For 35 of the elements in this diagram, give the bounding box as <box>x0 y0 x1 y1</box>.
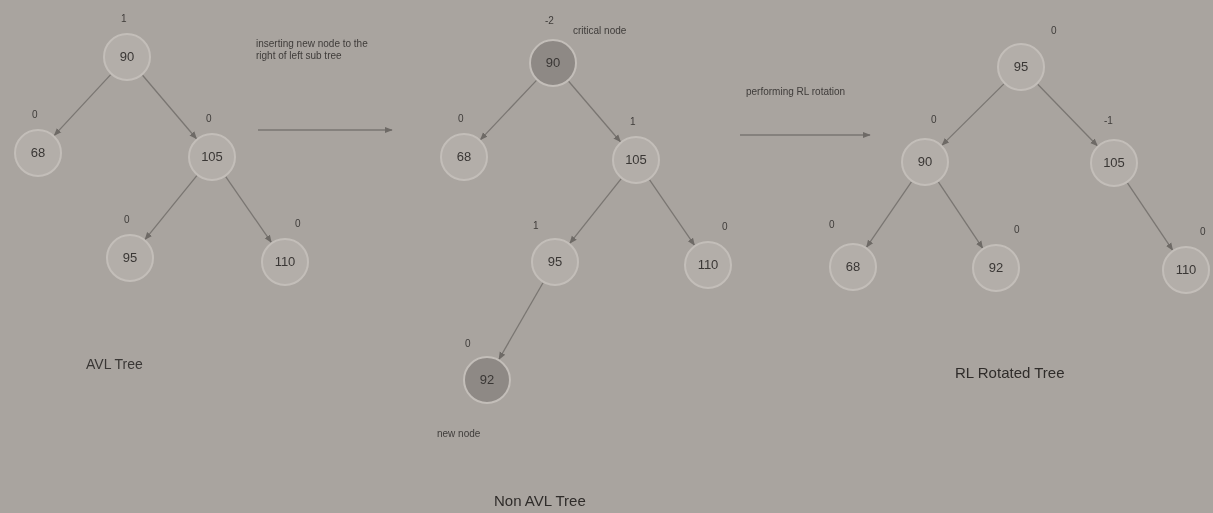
node-note: new node <box>437 428 481 440</box>
balance-factor: 1 <box>121 13 127 25</box>
tree-caption: AVL Tree <box>86 355 144 374</box>
step-note: inserting new node to the right of left sub tree <box>256 38 368 62</box>
arrow <box>865 181 913 248</box>
balance-factor: 0 <box>124 214 130 226</box>
node-note: critical node <box>573 25 627 37</box>
balance-factor: 0 <box>931 114 937 126</box>
balance-factor: 0 <box>1051 25 1057 37</box>
balance-factor: -2 <box>545 15 554 27</box>
balance-factor: 1 <box>630 116 636 128</box>
balance-factor: 0 <box>722 221 728 233</box>
balance-factor: 0 <box>32 109 38 121</box>
balance-factor: 0 <box>295 218 301 230</box>
arrow <box>144 175 198 240</box>
tree-caption: Non AVL Tree <box>494 491 587 511</box>
arrow <box>225 176 272 243</box>
arrow <box>567 80 622 143</box>
balance-factor: 0 <box>1014 224 1020 236</box>
arrow <box>141 74 198 140</box>
balance-factor: 0 <box>829 219 835 231</box>
balance-factor: 0 <box>1200 226 1206 238</box>
arrow <box>1037 83 1098 147</box>
balance-factor: 1 <box>533 220 539 232</box>
balance-factor: 0 <box>465 338 471 350</box>
balance-factor: 0 <box>206 113 212 125</box>
balance-factor: 0 <box>458 113 464 125</box>
arrow <box>569 178 622 244</box>
arrow <box>648 179 696 246</box>
arrow <box>941 83 1005 146</box>
tree-caption: RL Rotated Tree <box>955 363 1066 383</box>
step-note: performing RL rotation <box>746 86 847 98</box>
arrow <box>53 73 112 137</box>
arrow <box>479 79 538 141</box>
balance-factor: -1 <box>1104 115 1113 127</box>
